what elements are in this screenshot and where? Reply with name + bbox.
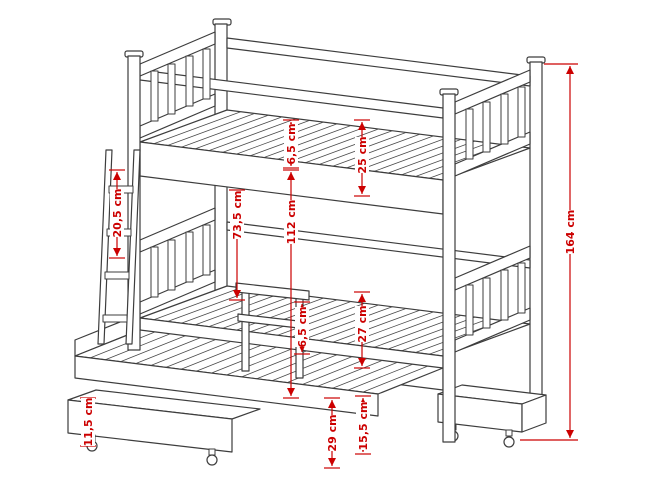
ladder-rung bbox=[102, 314, 128, 323]
dimension-drawer-height: 11,5 cm bbox=[80, 397, 96, 447]
dimension-upper-mattress-depth: 6,5 cm bbox=[283, 119, 299, 169]
trundle-slats bbox=[90, 331, 428, 393]
dimension-lower-mattress-depth: 6,5 cm bbox=[294, 301, 310, 355]
ladder bbox=[97, 149, 141, 345]
dimension-label: 164 cm bbox=[564, 210, 577, 255]
dimension-annotations: 20,5 cm 6,5 cm 25 cm 73,5 cm bbox=[80, 63, 578, 469]
right-headboard-upper bbox=[454, 69, 531, 177]
ladder-rung bbox=[104, 271, 130, 280]
dimension-label: 25 cm bbox=[356, 136, 369, 173]
dimension-label: 27 cm bbox=[356, 305, 369, 342]
dimension-total-height: 164 cm bbox=[520, 63, 578, 441]
dimension-label: 15,5 cm bbox=[357, 402, 370, 451]
dimension-label: 73,5 cm bbox=[231, 191, 244, 240]
dimension-bunk-clearance: 73,5 cm bbox=[229, 189, 245, 301]
dimension-lower-bed-floor-height: 29 cm bbox=[324, 397, 340, 469]
left-headboard-lower bbox=[139, 207, 216, 315]
right-headboard-lower bbox=[454, 245, 531, 353]
storage-drawer bbox=[67, 389, 261, 466]
caster-wheel bbox=[206, 454, 218, 466]
dimension-label: 112 cm bbox=[285, 200, 298, 245]
dimension-upper-side-rail-height: 25 cm bbox=[354, 119, 370, 197]
underbed-support-box bbox=[437, 384, 547, 448]
left-headboard-upper bbox=[139, 31, 216, 139]
dimension-label: 6,5 cm bbox=[285, 123, 298, 164]
dimension-label: 6,5 cm bbox=[296, 306, 309, 347]
dimension-label: 20,5 cm bbox=[111, 189, 124, 238]
dimension-lower-to-upper-height: 112 cm bbox=[283, 169, 299, 399]
trundle-bed bbox=[74, 313, 444, 417]
trundle-front-rail bbox=[74, 355, 379, 417]
dimension-label: 11,5 cm bbox=[82, 398, 95, 447]
lower-back-guard-rail bbox=[226, 221, 531, 269]
dimension-trundle-frame-height: 15,5 cm bbox=[355, 395, 371, 455]
dimension-ladder-rung-spacing: 20,5 cm bbox=[109, 169, 125, 259]
dimension-lower-side-rail-height: 27 cm bbox=[354, 291, 370, 369]
upper-back-guard-rail bbox=[226, 37, 531, 87]
dimension-label: 29 cm bbox=[326, 414, 339, 451]
drawer-front-panel bbox=[67, 399, 233, 453]
upper-slats bbox=[153, 111, 517, 179]
caster-wheel bbox=[503, 436, 515, 448]
bunk-bed-drawing bbox=[67, 18, 547, 466]
